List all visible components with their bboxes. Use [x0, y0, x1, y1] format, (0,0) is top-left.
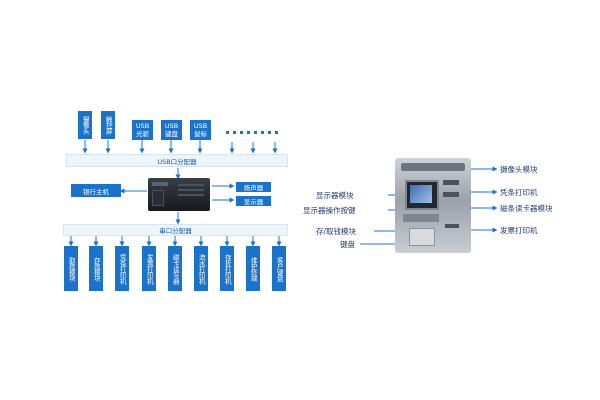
- usb-distributor-bar: USB口分配器: [66, 154, 288, 167]
- label-camera-module: 摄像头模块: [500, 165, 538, 174]
- module-usb-mouse: USB 鼠标: [190, 120, 211, 140]
- serial-module-maintenance: 维护终端: [246, 246, 260, 291]
- atm-keypad: [409, 228, 435, 246]
- serial-module-passbook-printer: 存折打印机: [220, 246, 234, 291]
- serial-module-invoice-printer: 发票打印机: [142, 246, 156, 291]
- serial-distributor-label: 串口分配器: [159, 227, 192, 235]
- atm-receipt-slot: [443, 192, 459, 197]
- serial-module-deposit: 存款模块: [89, 246, 103, 291]
- speaker-box: 扬声器: [236, 182, 271, 192]
- bank-host-box: 银行主机: [71, 184, 121, 197]
- usb-distributor-label: USB口分配器: [157, 157, 197, 166]
- panel-icon: [152, 190, 164, 206]
- module-usb-cd: USB 光驱: [132, 120, 153, 140]
- serial-module-withdraw: 取款模块: [64, 246, 78, 291]
- module-usb-keyboard: USB 键盘: [161, 120, 182, 140]
- label-display-module: 显示器模块: [316, 191, 354, 200]
- more-modules-dots: [226, 131, 278, 134]
- label-card-reader-module: 磁条读卡器模块: [500, 204, 553, 213]
- label-receipt-printer: 凭条打印机: [500, 188, 538, 197]
- serial-distributor-bar: 串口分配器: [63, 224, 288, 236]
- atm-screen: [405, 180, 439, 210]
- host-computer-image: [148, 178, 210, 211]
- atm-cash-slot: [403, 214, 439, 222]
- label-cash-module: 存/取钱模块: [316, 227, 357, 236]
- label-invoice-printer: 发票打印机: [500, 226, 538, 235]
- atm-top-bezel: [401, 163, 465, 171]
- atm-card-slot: [443, 180, 459, 185]
- module-touchscreen: 触控屏: [101, 111, 115, 139]
- serial-module-receipt-printer: 凭条打印机: [115, 246, 129, 291]
- serial-module-journal-printer: 流水打印机: [194, 246, 208, 291]
- label-keyboard: 键盘: [340, 240, 355, 249]
- atm-machine-image: [395, 158, 471, 253]
- atm-invoice-slot: [445, 224, 459, 228]
- serial-module-customer-keyboard: 客户键盘: [272, 246, 286, 291]
- label-display-buttons: 显示器操作按键: [303, 206, 356, 215]
- display-box: 显示器: [236, 196, 271, 206]
- drive-slot-icon: [152, 182, 168, 186]
- serial-module-card-reader: 磁卡读写器: [168, 246, 182, 291]
- module-camera: 摄像头: [78, 111, 92, 139]
